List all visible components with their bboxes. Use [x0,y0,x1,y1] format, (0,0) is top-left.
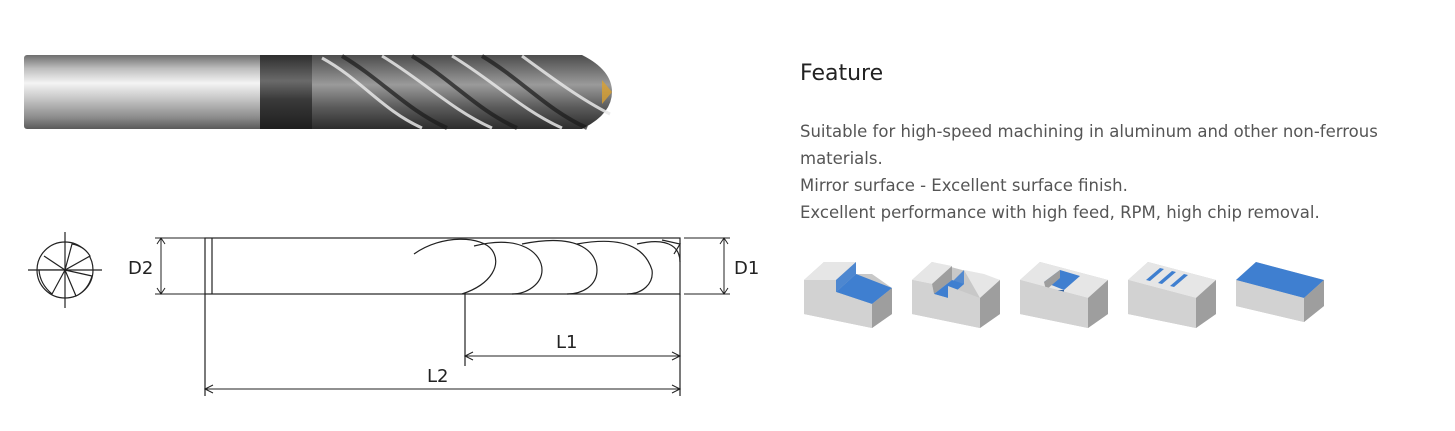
feature-title: Feature [800,61,884,86]
feature-section: Feature Suitable for high-speed machinin… [800,56,1420,226]
feature-line: Mirror surface - Excellent surface finis… [800,176,1128,195]
slot-milling-icon [912,262,1000,328]
cross-section-icon [28,232,102,308]
feature-line: Suitable for high-speed machining in alu… [800,122,1378,168]
face-milling-icon [1236,262,1324,322]
feature-description: Suitable for high-speed machining in alu… [800,118,1420,226]
end-mill-photo [24,54,612,130]
pocket-milling-icon [1020,262,1108,328]
feature-line: Excellent performance with high feed, RP… [800,203,1320,222]
d2-label: D2 [128,258,153,279]
shoulder-milling-icon [804,262,892,328]
groove-milling-icon [1128,262,1216,328]
l2-label: L2 [427,366,448,387]
d1-label: D1 [734,258,759,279]
operation-icons [800,252,1340,332]
product-images: D2 D1 L1 [24,54,759,396]
end-mill-technical-drawing: D2 D1 L1 [28,232,759,396]
l1-label: L1 [556,332,577,353]
